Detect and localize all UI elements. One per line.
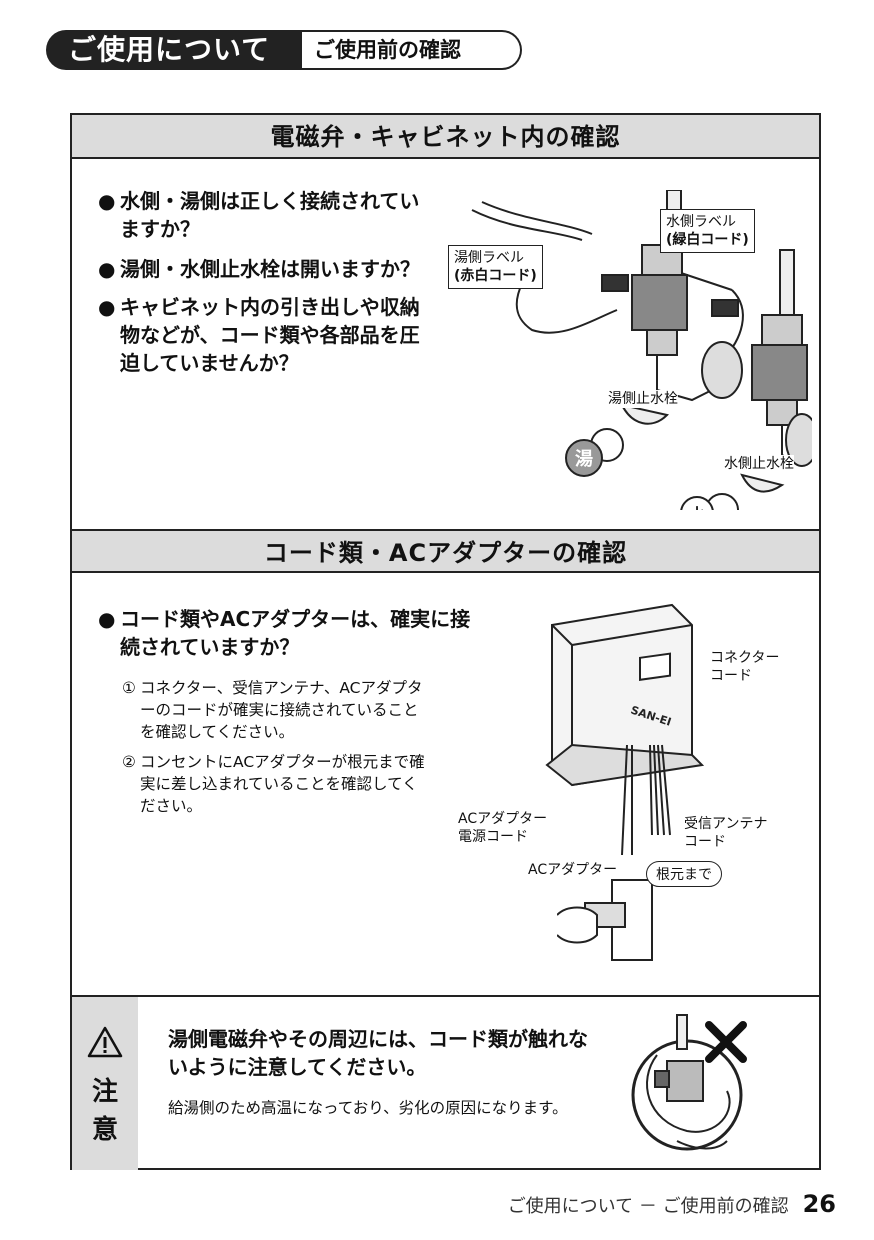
question-3: ●キャビネット内の引き出しや収納物などが、コード類や各部品を圧迫していませんか？ — [98, 295, 420, 375]
footer-text: ご使用について － ご使用前の確認 — [507, 1196, 789, 1217]
question-1: ●水側・湯側は正しく接続されていますか？ — [98, 189, 420, 241]
page-footer: ご使用について － ご使用前の確認 26 — [508, 1190, 836, 1218]
page-number: 26 — [802, 1190, 836, 1218]
caution-label-1: 注 — [91, 1077, 118, 1107]
connector-cord-label: コネクターコード — [710, 649, 780, 685]
caution-label-2: 意 — [91, 1115, 118, 1145]
receiver-illustration: SAN-EI — [545, 603, 705, 855]
caution-sub-text: 給湯側のため高温になっており、劣化の原因になります。 — [168, 1099, 568, 1117]
caution-illustration — [631, 1014, 747, 1151]
question-2: ●湯側・水側止水栓は開いますか？ — [98, 257, 420, 281]
ac-power-cord-label: ACアダプター電源コード — [458, 810, 548, 846]
section2-title: コード類・ACアダプターの確認 — [72, 529, 819, 573]
cold-valve-label: 水側止水栓 — [724, 455, 794, 473]
hot-mark: 湯 — [575, 449, 593, 470]
caution-box: 注 意 湯側電磁弁やその周辺には、コード類が触れないように注意してください。 給… — [72, 995, 819, 1170]
section1-title: 電磁弁・キャビネット内の確認 — [72, 115, 819, 159]
hot-valve-label: 湯側止水栓 — [608, 390, 678, 408]
root-pill: 根元まで — [646, 861, 722, 887]
hot-label-tag: 湯側ラベル(赤白コード) — [448, 245, 543, 289]
section-title: ご使用について — [46, 30, 302, 70]
caution-main-text: 湯側電磁弁やその周辺には、コード類が触れないように注意してください。 — [168, 1027, 588, 1079]
question-4: ●コード類やACアダプターは、確実に接続されていますか？ — [98, 607, 471, 659]
cold-label-tag: 水側ラベル(緑白コード) — [660, 209, 755, 253]
antenna-cord-label: 受信アンテナコード — [684, 815, 768, 851]
outlet-illustration — [557, 879, 653, 961]
content-frame: 電磁弁・キャビネット内の確認 ●水側・湯側は正しく接続されていますか？ ●湯側・… — [70, 113, 821, 1170]
section-header: ご使用について ご使用前の確認 — [46, 30, 522, 70]
prohibited-icon — [705, 1021, 747, 1063]
subsection-title: ご使用前の確認 — [302, 30, 522, 70]
warning-icon — [87, 1026, 123, 1058]
cold-mark: 水 — [689, 505, 706, 510]
caution-sidebar: 注 意 — [72, 997, 138, 1170]
ac-adapter-label: ACアダプター — [528, 861, 618, 879]
